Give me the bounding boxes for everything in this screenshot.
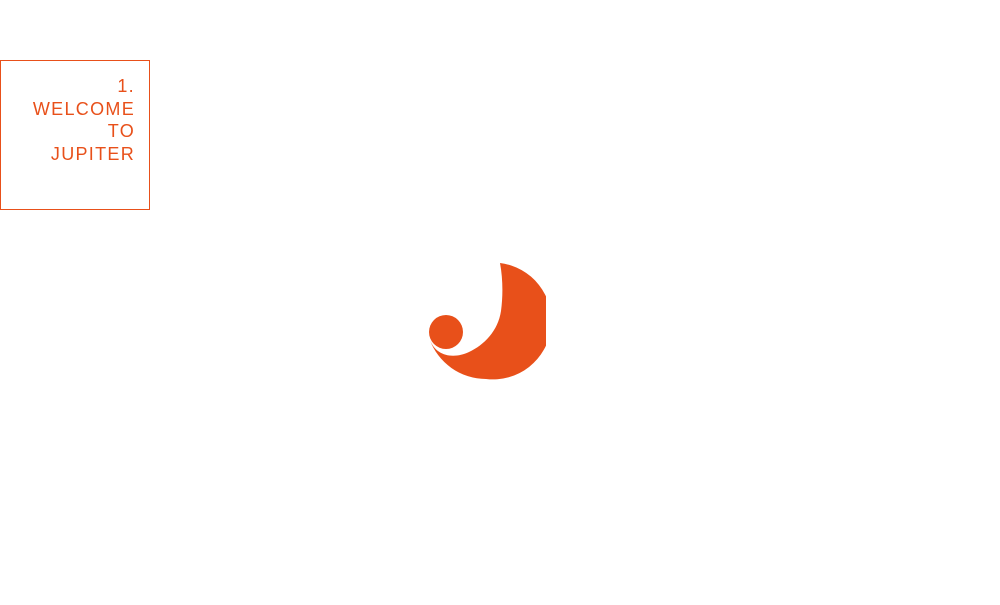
section-nav-label: 1. WELCOME TO JUPITER (33, 75, 135, 165)
section-title-line-1: WELCOME (32, 98, 135, 119)
section-title-line-3: JUPITER (50, 143, 135, 164)
logo-dot-shape (429, 315, 463, 349)
logo-crescent-shape (429, 263, 546, 380)
section-nav-welcome[interactable]: 1. WELCOME TO JUPITER (0, 60, 150, 210)
section-title-line-2: TO (107, 121, 135, 141)
section-number: 1. (117, 76, 135, 96)
jupiter-j-logo-icon (429, 263, 546, 380)
